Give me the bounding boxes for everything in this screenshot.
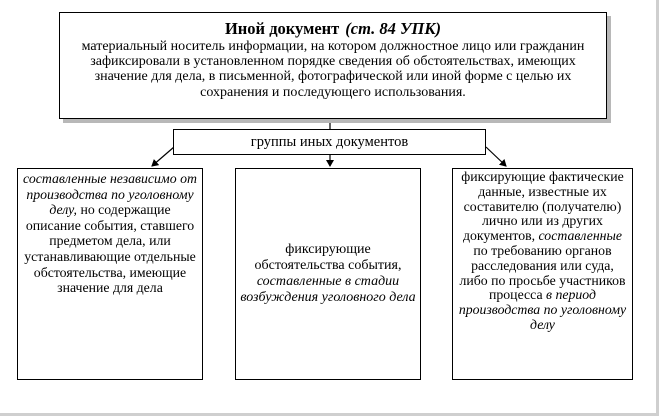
group-initiation-stage-documents: фиксирующие обстоятельства события, сост… bbox=[235, 168, 421, 380]
arrow-to-left-column bbox=[151, 146, 175, 167]
middle-text: фиксирующие обстоятельства события, сост… bbox=[240, 242, 416, 306]
group-requested-documents: фиксирующие фактические данные, известны… bbox=[452, 168, 633, 380]
definition-reference: (ст. 84 УПК) bbox=[345, 19, 442, 38]
middle-regular-part: фиксирующие обстоятельства события, bbox=[254, 242, 402, 273]
right-italic-part-1: составленные bbox=[535, 228, 622, 244]
left-italic-part: составленные независимо от производства … bbox=[23, 171, 197, 218]
group-independent-documents: составленные независимо от производства … bbox=[17, 168, 203, 380]
definition-heading: Иной документ (ст. 84 УПК) bbox=[66, 19, 600, 38]
groups-label: группы иных документов bbox=[250, 134, 409, 150]
right-regular-part-2: по требованию органов расследования или … bbox=[459, 242, 626, 303]
groups-box: группы иных документов bbox=[173, 129, 486, 155]
definition-text: материальный носитель информации, на кот… bbox=[81, 39, 585, 100]
left-regular-part: но содержащие описание события, ставшего… bbox=[24, 202, 196, 296]
definition-box: Иной документ (ст. 84 УПК) материальный н… bbox=[59, 12, 607, 119]
middle-italic-part: составленные в стадии возбуждения уголов… bbox=[240, 274, 416, 305]
arrow-to-right-column bbox=[485, 146, 507, 167]
right-italic-part-2: в период производства по уголовному делу bbox=[458, 287, 627, 332]
definition-title: Иной документ bbox=[224, 19, 340, 38]
right-regular-part-1: фиксирующие фактические данные, известны… bbox=[461, 169, 624, 244]
